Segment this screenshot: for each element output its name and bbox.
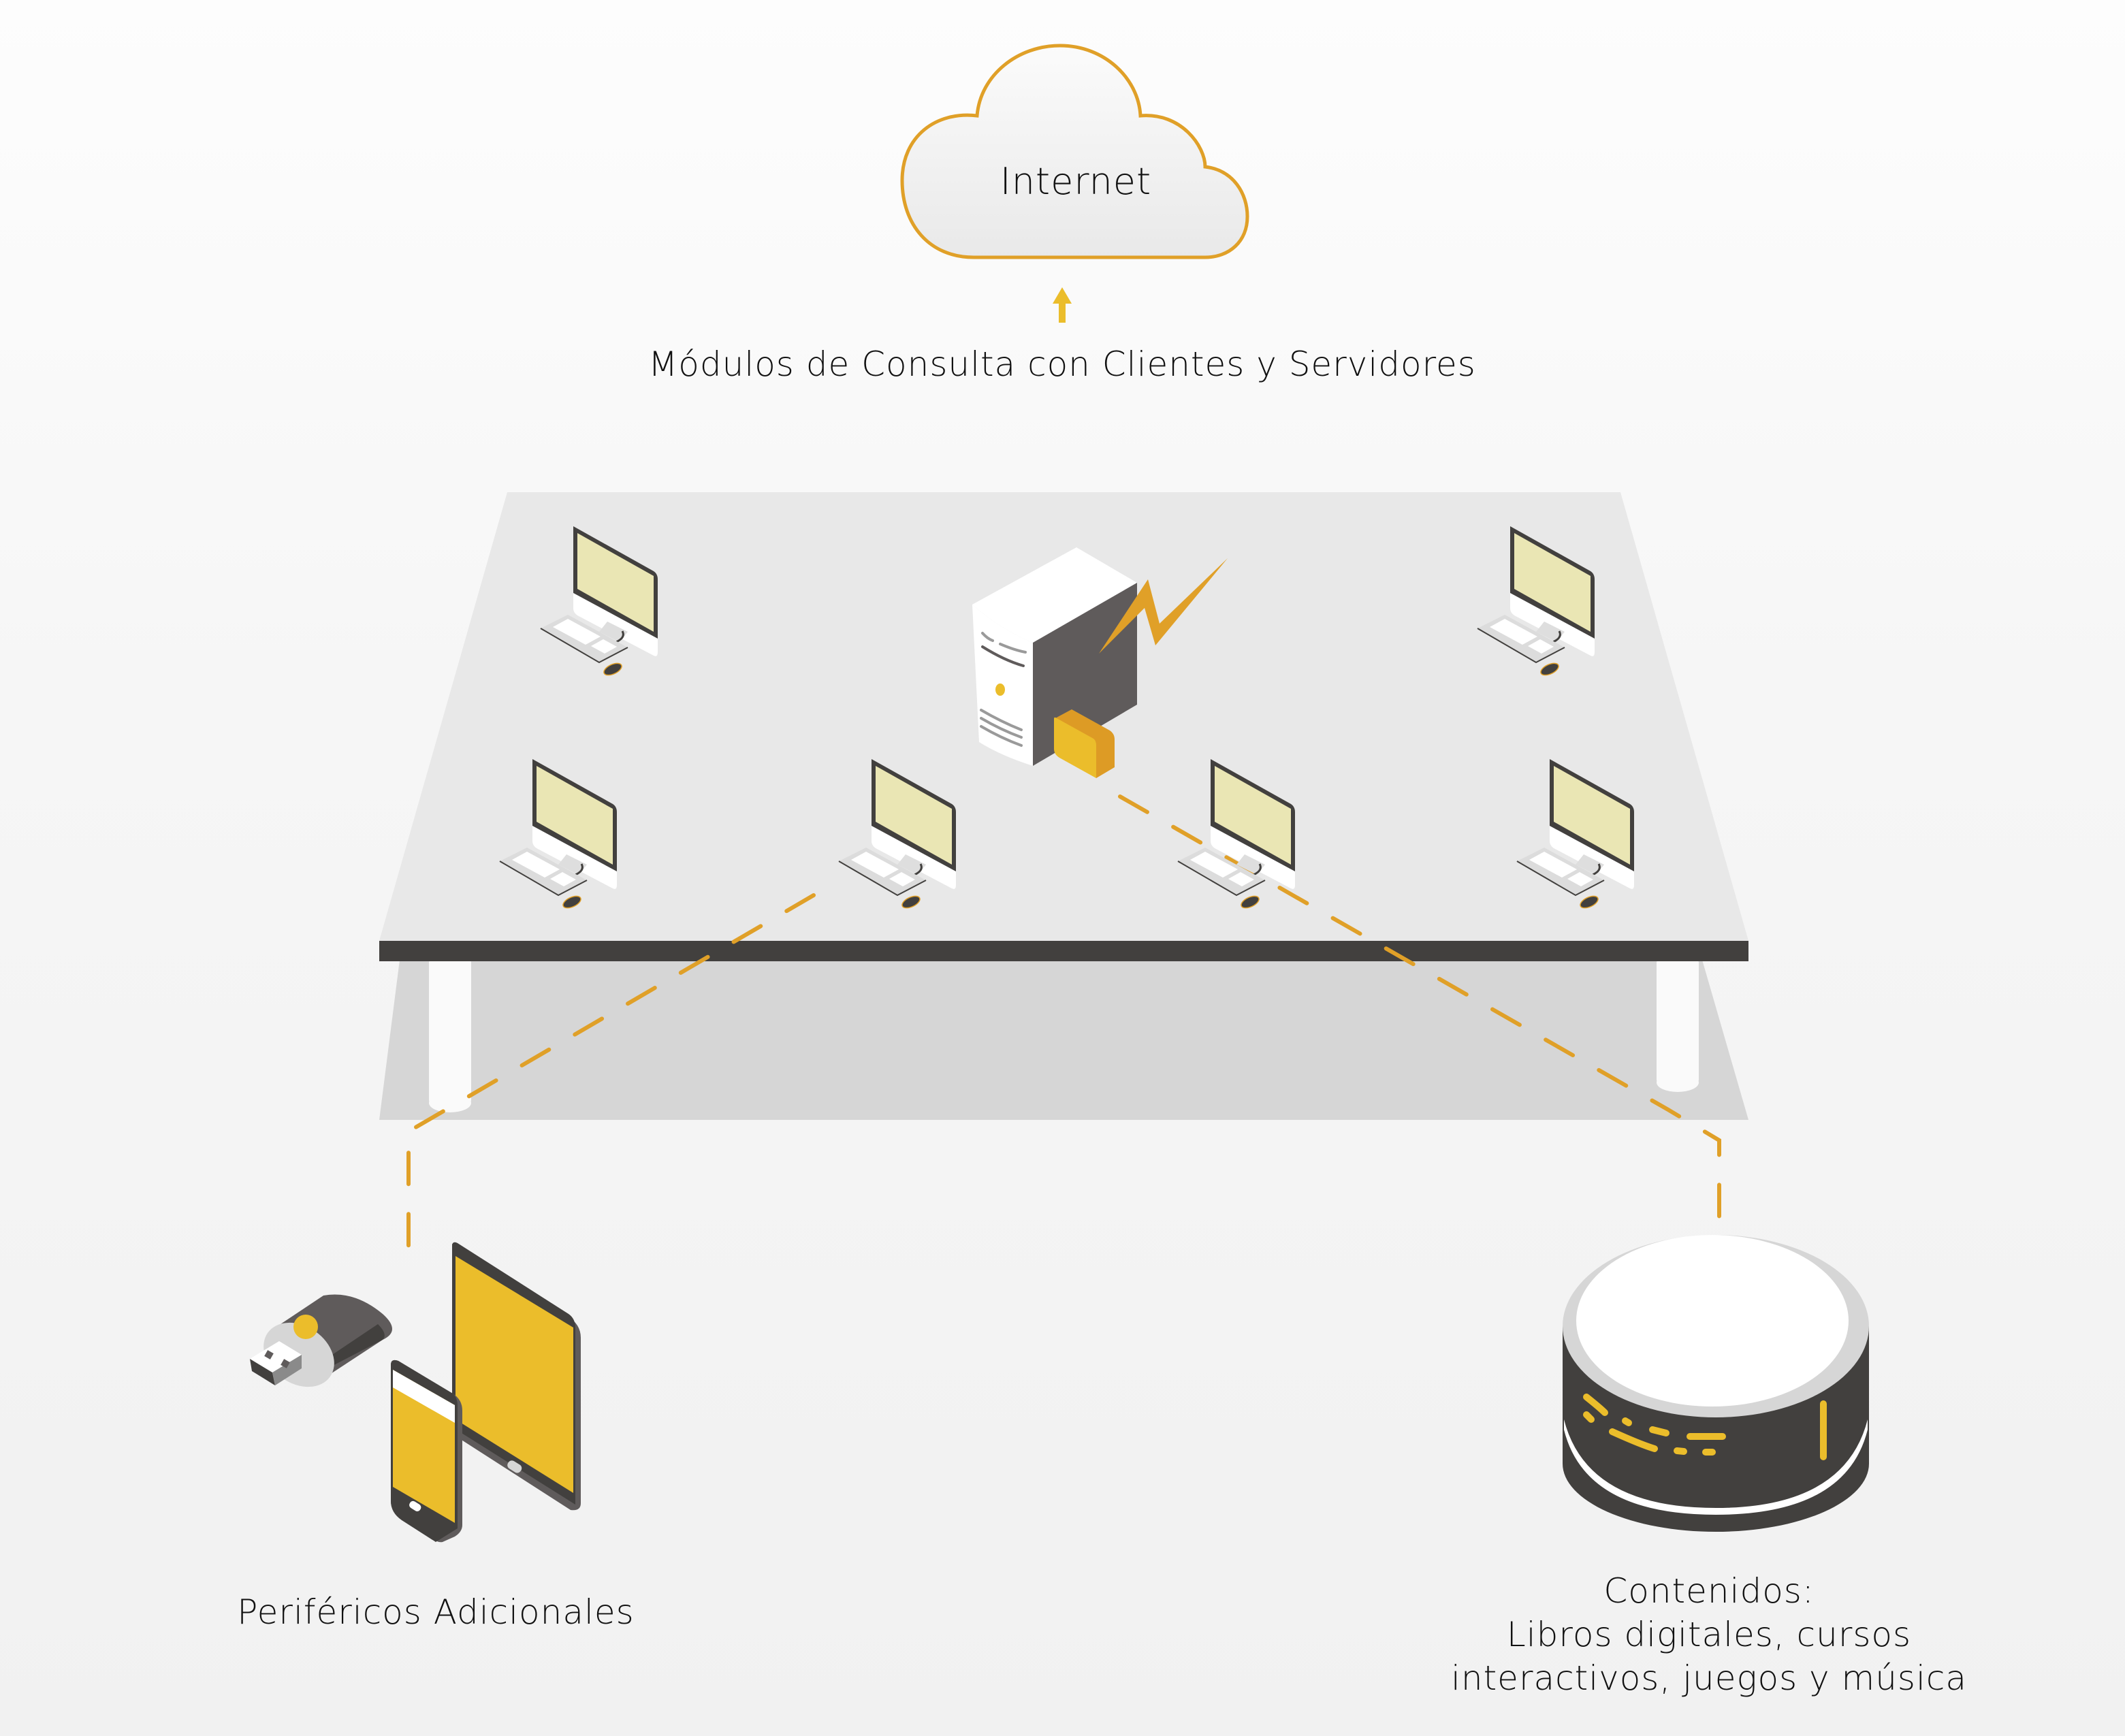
peripherals-label: Periféricos Adicionales	[237, 1592, 635, 1632]
connection-contents	[1118, 794, 1721, 1227]
contents-label-line: Libros digitales, cursos	[1506, 1615, 1912, 1654]
storage-hub-icon[interactable]	[1563, 1235, 1869, 1532]
usb-drive-icon[interactable]	[250, 1294, 392, 1400]
contents-label: Contenidos: Libros digitales, cursos int…	[1389, 1569, 2029, 1700]
connection-peripherals	[406, 893, 816, 1248]
contents-label-line: interactivos, juegos y música	[1451, 1658, 1967, 1698]
smartphone-icon[interactable]	[391, 1360, 462, 1543]
contents-label-title: Contenidos:	[1603, 1571, 1815, 1611]
arrow-up-icon	[1053, 287, 1072, 323]
internet-label: Internet	[1000, 160, 1152, 203]
table-leg-right	[1657, 960, 1699, 1082]
lightning-bolt-icon	[1099, 558, 1228, 654]
internet-cloud-icon[interactable]	[900, 44, 1249, 259]
yellow-module-box-icon	[1054, 709, 1115, 778]
table-leg-left	[429, 960, 471, 1103]
tablet-icon[interactable]	[452, 1242, 581, 1511]
modules-caption: Módulos de Consulta con Clientes y Servi…	[648, 344, 1476, 384]
